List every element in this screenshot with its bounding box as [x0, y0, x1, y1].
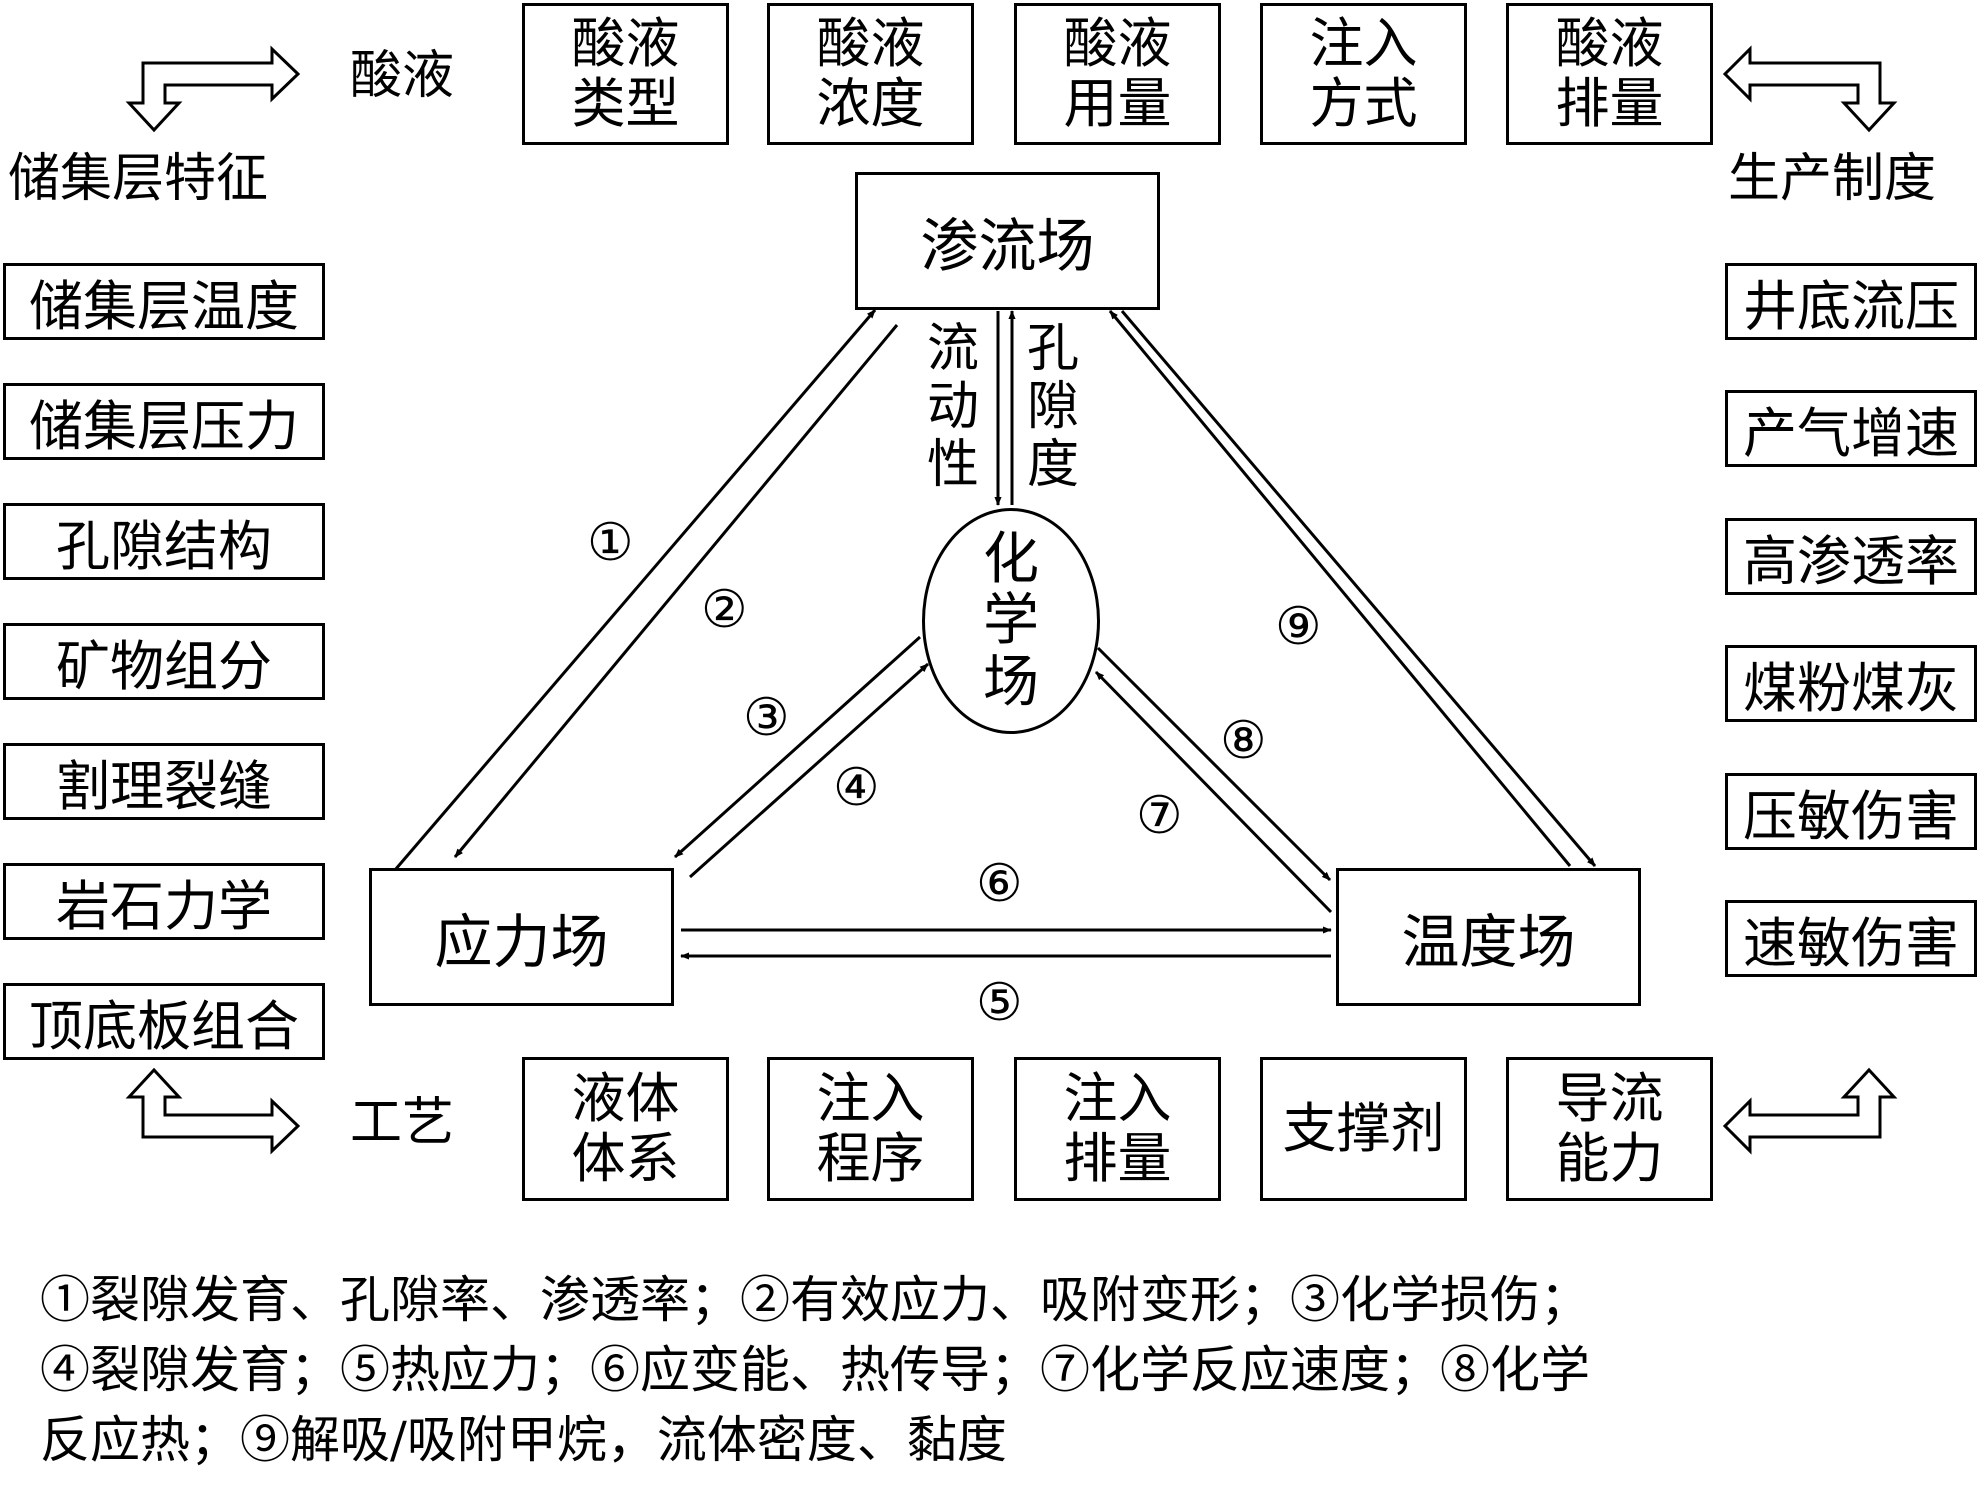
chemical-field-char-1: 化 [983, 526, 1039, 592]
stress-field-box: 应力场 [369, 868, 674, 1006]
temperature-field-box: 温度场 [1336, 868, 1641, 1006]
production-heading: 生产制度 [1728, 149, 1937, 209]
hollow-arrow-bottom-left-shape [125, 1067, 301, 1155]
hollow-arrow-top-right-shape [1722, 45, 1898, 133]
reservoir-heading: 储集层特征 [8, 149, 269, 209]
marker-6: ⑥ [976, 854, 1023, 914]
process-heading: 工艺 [350, 1093, 455, 1153]
left-item-reservoir-temperature: 储集层温度 [3, 263, 325, 340]
marker-7: ⑦ [1136, 786, 1183, 846]
marker-5: ⑤ [976, 973, 1023, 1033]
right-item-gas-rate-increase: 产气增速 [1725, 390, 1977, 467]
left-item-cleat-fractures: 割理裂缝 [3, 743, 325, 820]
acid-heading: 酸液 [350, 46, 455, 106]
hollow-arrow-bottom-right-shape [1722, 1067, 1898, 1155]
right-item-high-permeability: 高渗透率 [1725, 518, 1977, 595]
marker-3: ③ [743, 688, 790, 748]
bottom-box-conductivity: 导流能力 [1506, 1057, 1713, 1201]
chemical-field-char-2: 学 [983, 588, 1039, 654]
left-item-roof-floor-combination: 顶底板组合 [3, 983, 325, 1060]
bottom-box-proppant: 支撑剂 [1260, 1057, 1467, 1201]
left-item-reservoir-pressure: 储集层压力 [3, 383, 325, 460]
arrow-8 [1096, 646, 1332, 882]
flowability-label: 流动性 [926, 319, 979, 496]
seepage-field-box: 渗流场 [855, 172, 1160, 310]
arrow-3 [673, 635, 922, 859]
right-item-bottomhole-pressure: 井底流压 [1725, 263, 1977, 340]
legend-line-3: 反应热；⑨解吸/吸附甲烷，流体密度、黏度 [40, 1411, 1007, 1469]
porosity-label: 孔隙度 [1026, 319, 1079, 496]
legend-line-1: ①裂隙发育、孔隙率、渗透率；②有效应力、吸附变形；③化学损伤； [40, 1271, 1590, 1329]
arrow-9 [1108, 310, 1572, 867]
right-item-coal-fines-ash: 煤粉煤灰 [1725, 645, 1977, 722]
arrow-4 [688, 662, 930, 879]
top-box-acid-concentration: 酸液浓度 [767, 3, 974, 145]
chemical-field-ellipse: 化 学 场 [922, 508, 1100, 734]
legend: ①裂隙发育、孔隙率、渗透率；②有效应力、吸附变形；③化学损伤； ④裂隙发育；⑤热… [40, 1265, 1970, 1475]
arrow-9b [1120, 310, 1597, 867]
right-item-velocity-sensitivity-damage: 速敏伤害 [1725, 900, 1977, 977]
top-box-acid-rate: 酸液排量 [1506, 3, 1713, 145]
arrow-2 [453, 324, 899, 858]
marker-4: ④ [833, 758, 880, 818]
arrow-1 [393, 309, 877, 871]
arrow-7 [1094, 670, 1333, 914]
top-box-acid-type: 酸液类型 [522, 3, 729, 145]
marker-1: ① [587, 513, 634, 573]
legend-line-2: ④裂隙发育；⑤热应力；⑥应变能、热传导；⑦化学反应速度；⑧化学 [40, 1341, 1590, 1399]
hollow-arrow-top-left-shape [125, 45, 301, 133]
marker-9: ⑨ [1275, 597, 1322, 657]
marker-2: ② [701, 580, 748, 640]
left-item-mineral-composition: 矿物组分 [3, 623, 325, 700]
marker-8: ⑧ [1220, 711, 1267, 771]
top-box-acid-volume: 酸液用量 [1014, 3, 1221, 145]
right-item-stress-sensitivity-damage: 压敏伤害 [1725, 773, 1977, 850]
bottom-box-injection-sequence: 注入程序 [767, 1057, 974, 1201]
left-item-pore-structure: 孔隙结构 [3, 503, 325, 580]
bottom-box-injection-rate: 注入排量 [1014, 1057, 1221, 1201]
left-item-rock-mechanics: 岩石力学 [3, 863, 325, 940]
top-box-injection-method: 注入方式 [1260, 3, 1467, 145]
bottom-box-fluid-system: 液体体系 [522, 1057, 729, 1201]
chemical-field-char-3: 场 [983, 649, 1039, 715]
